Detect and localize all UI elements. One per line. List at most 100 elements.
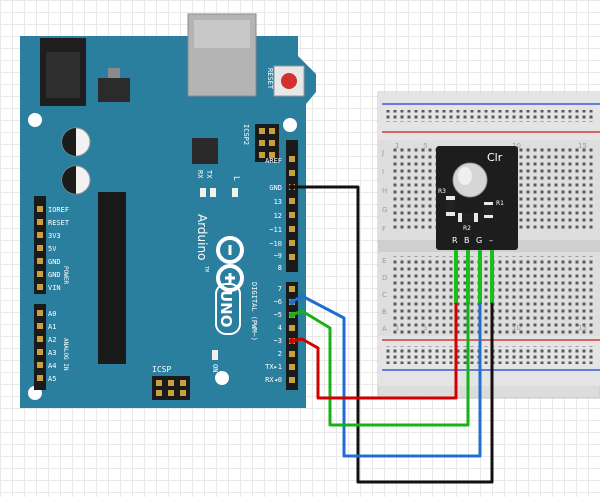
pin-label-3: ~3: [274, 337, 282, 345]
l-led-label: L: [232, 176, 241, 181]
pin-label-8: 8: [278, 264, 282, 272]
col-number-15-bottom: 15: [578, 324, 587, 332]
voltage-regulator-tab: [108, 68, 120, 78]
mounting-hole-left-top: [28, 113, 42, 127]
module-pin-label-g: G: [476, 236, 482, 245]
analog-label-a2: A2: [48, 336, 56, 344]
reset-button-cap[interactable]: [281, 73, 297, 89]
pin-label-13: 13: [274, 198, 282, 206]
digital-label: DIGITAL (PWM~): [250, 282, 258, 341]
power-section-label: POWER: [62, 266, 69, 284]
uno-text: UNO: [217, 290, 235, 328]
pin-label-rx0: RX◂0: [265, 376, 282, 384]
icsp2-label: ICSP2: [242, 124, 250, 145]
reset-label: RESET: [266, 68, 274, 90]
pin-label-tx1: TX▸1: [265, 363, 282, 371]
power-label-reset: RESET: [48, 219, 70, 227]
power-label-gnd-1: GND: [48, 258, 61, 266]
row-letter-c: C: [382, 291, 387, 299]
mounting-hole-right-bottom: [215, 371, 229, 385]
col-number-1-top: 1: [395, 142, 399, 150]
icsp2-pins: [259, 128, 275, 158]
board-pcb: [20, 36, 316, 408]
pin-label-6: ~6: [274, 298, 282, 306]
tx-led: [210, 188, 216, 197]
logo-infinity-right: [216, 264, 244, 292]
wire-gnd-end: [289, 184, 295, 190]
power-jack-inner: [46, 52, 80, 98]
rx-label: RX: [196, 170, 204, 179]
module-pins: [454, 248, 494, 304]
power-label-vin: VIN: [48, 284, 61, 292]
mounting-hole-right-top: [283, 118, 297, 132]
digital-header-bottom: [286, 282, 298, 390]
tx-label: TX: [205, 170, 213, 179]
on-label: ON: [211, 364, 219, 372]
wire-pin5-green[interactable]: [290, 302, 470, 427]
wire-pin3-red[interactable]: [290, 302, 458, 400]
wire-pin6-end: [289, 299, 295, 305]
pin-label-7: 7: [278, 285, 282, 293]
icsp-header: [152, 376, 190, 400]
icsp-pins: [156, 380, 186, 396]
row-letter-h: H: [382, 187, 387, 195]
usb-chip: [192, 138, 218, 164]
pin-label-9: ~9: [274, 252, 282, 260]
analog-label-a1: A1: [48, 323, 56, 331]
wire-gnd-black[interactable]: [290, 185, 494, 484]
power-label-ioref: IOREF: [48, 206, 69, 214]
arduino-logo: [216, 236, 244, 292]
wire-pin6-blue[interactable]: [290, 294, 482, 458]
wire-pin3-end: [289, 338, 295, 344]
resistor-r1-label: R1: [496, 200, 504, 207]
power-label-gnd-2: GND: [48, 271, 61, 279]
icsp-label: ICSP: [152, 365, 171, 374]
pin-label-11: ~11: [269, 226, 282, 234]
pin-label-aref: AREF: [265, 157, 282, 165]
usb-port-face: [194, 20, 250, 48]
analog-section-label: ANALOG IN: [62, 338, 69, 371]
row-letter-f: F: [382, 225, 386, 233]
atmega-chip: [98, 192, 126, 364]
row-letter-i: I: [382, 168, 384, 176]
pin-label-gnd-top: GND: [269, 184, 282, 192]
col-number-5-bottom: 5: [423, 324, 427, 332]
resistor-r2-body: [462, 213, 474, 222]
power-label-3v3: 3V3: [48, 232, 61, 240]
row-letter-a: A: [382, 325, 387, 333]
analog-label-a0: A0: [48, 310, 56, 318]
on-led: [212, 350, 218, 360]
wires: [289, 184, 494, 484]
pin-label-5: ~5: [274, 311, 282, 319]
capacitor-2-stripe: [62, 166, 76, 194]
col-number-10-top: 10: [512, 142, 521, 150]
col-number-5-top: 5: [423, 142, 427, 150]
col-number-10-bottom: 10: [512, 324, 521, 332]
pin-label-10: ~10: [269, 240, 282, 248]
pin-label-4: 4: [278, 324, 282, 332]
rgb-led-module: Clr R3 R1 R2 R B G –: [436, 146, 518, 304]
uno-badge: [215, 283, 241, 335]
power-label-5v: 5V: [48, 245, 57, 253]
pin-label-2: 2: [278, 350, 282, 358]
col-number-1-bottom: 1: [395, 324, 399, 332]
resistor-r3-body: [446, 200, 455, 212]
analog-label-a4: A4: [48, 362, 56, 370]
resistor-r2-label: R2: [463, 225, 471, 232]
row-letter-g: G: [382, 206, 387, 214]
analog-label-a3: A3: [48, 349, 56, 357]
l-led: [232, 188, 238, 197]
analog-label-a5: A5: [48, 375, 56, 383]
tm-text: TM: [203, 266, 209, 272]
row-letter-d: D: [382, 274, 387, 282]
led-highlight: [458, 167, 472, 185]
power-header-pins: [37, 206, 43, 290]
module-pin-label-b: B: [464, 236, 470, 245]
pin-label-12: 12: [274, 212, 282, 220]
capacitor-1-stripe: [62, 128, 76, 156]
row-letter-j: J: [381, 149, 384, 157]
resistor-r3-label: R3: [438, 188, 446, 195]
analog-header-pins: [37, 310, 43, 381]
wire-pin5-end: [289, 312, 295, 318]
